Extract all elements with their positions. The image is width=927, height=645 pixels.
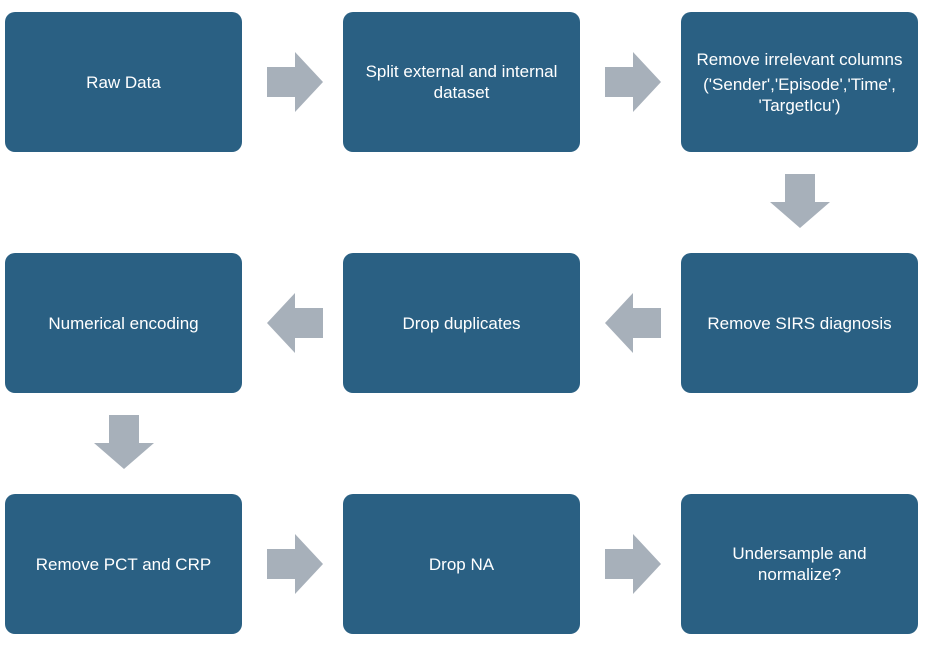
step-label: Remove SIRS diagnosis xyxy=(707,313,892,333)
step-numerical-encoding: Numerical encoding xyxy=(5,253,242,393)
step-label: Raw Data xyxy=(86,72,161,92)
step-label: Drop NA xyxy=(428,554,495,574)
step-label: Split external and internal dataset xyxy=(365,62,558,102)
step-split-dataset: Split external and internal dataset xyxy=(343,12,580,152)
step-label: Undersample and normalize? xyxy=(732,544,867,584)
step-label: Drop duplicates xyxy=(402,313,521,333)
step-remove-irrelevant-columns: Remove irrelevant columns ('Sender','Epi… xyxy=(681,12,918,152)
step-raw-data: Raw Data xyxy=(5,12,242,152)
arrow-left-icon xyxy=(603,293,663,353)
arrow-down-icon xyxy=(770,172,830,232)
step-undersample-normalize: Undersample and normalize? xyxy=(681,494,918,634)
arrow-right-icon xyxy=(603,52,663,112)
arrow-right-icon xyxy=(265,52,325,112)
step-remove-sirs-diagnosis: Remove SIRS diagnosis xyxy=(681,253,918,393)
step-drop-duplicates: Drop duplicates xyxy=(343,253,580,393)
step-drop-na: Drop NA xyxy=(343,494,580,634)
step-label: Remove PCT and CRP xyxy=(35,554,212,574)
arrow-down-icon xyxy=(94,413,154,473)
step-label: Numerical encoding xyxy=(48,313,199,333)
arrow-left-icon xyxy=(265,293,325,353)
arrow-right-icon xyxy=(265,534,325,594)
step-label: Remove irrelevant columns xyxy=(696,49,903,69)
step-remove-pct-crp: Remove PCT and CRP xyxy=(5,494,242,634)
step-detail: ('Sender','Episode','Time', 'TargetIcu') xyxy=(703,74,896,115)
arrow-right-icon xyxy=(603,534,663,594)
